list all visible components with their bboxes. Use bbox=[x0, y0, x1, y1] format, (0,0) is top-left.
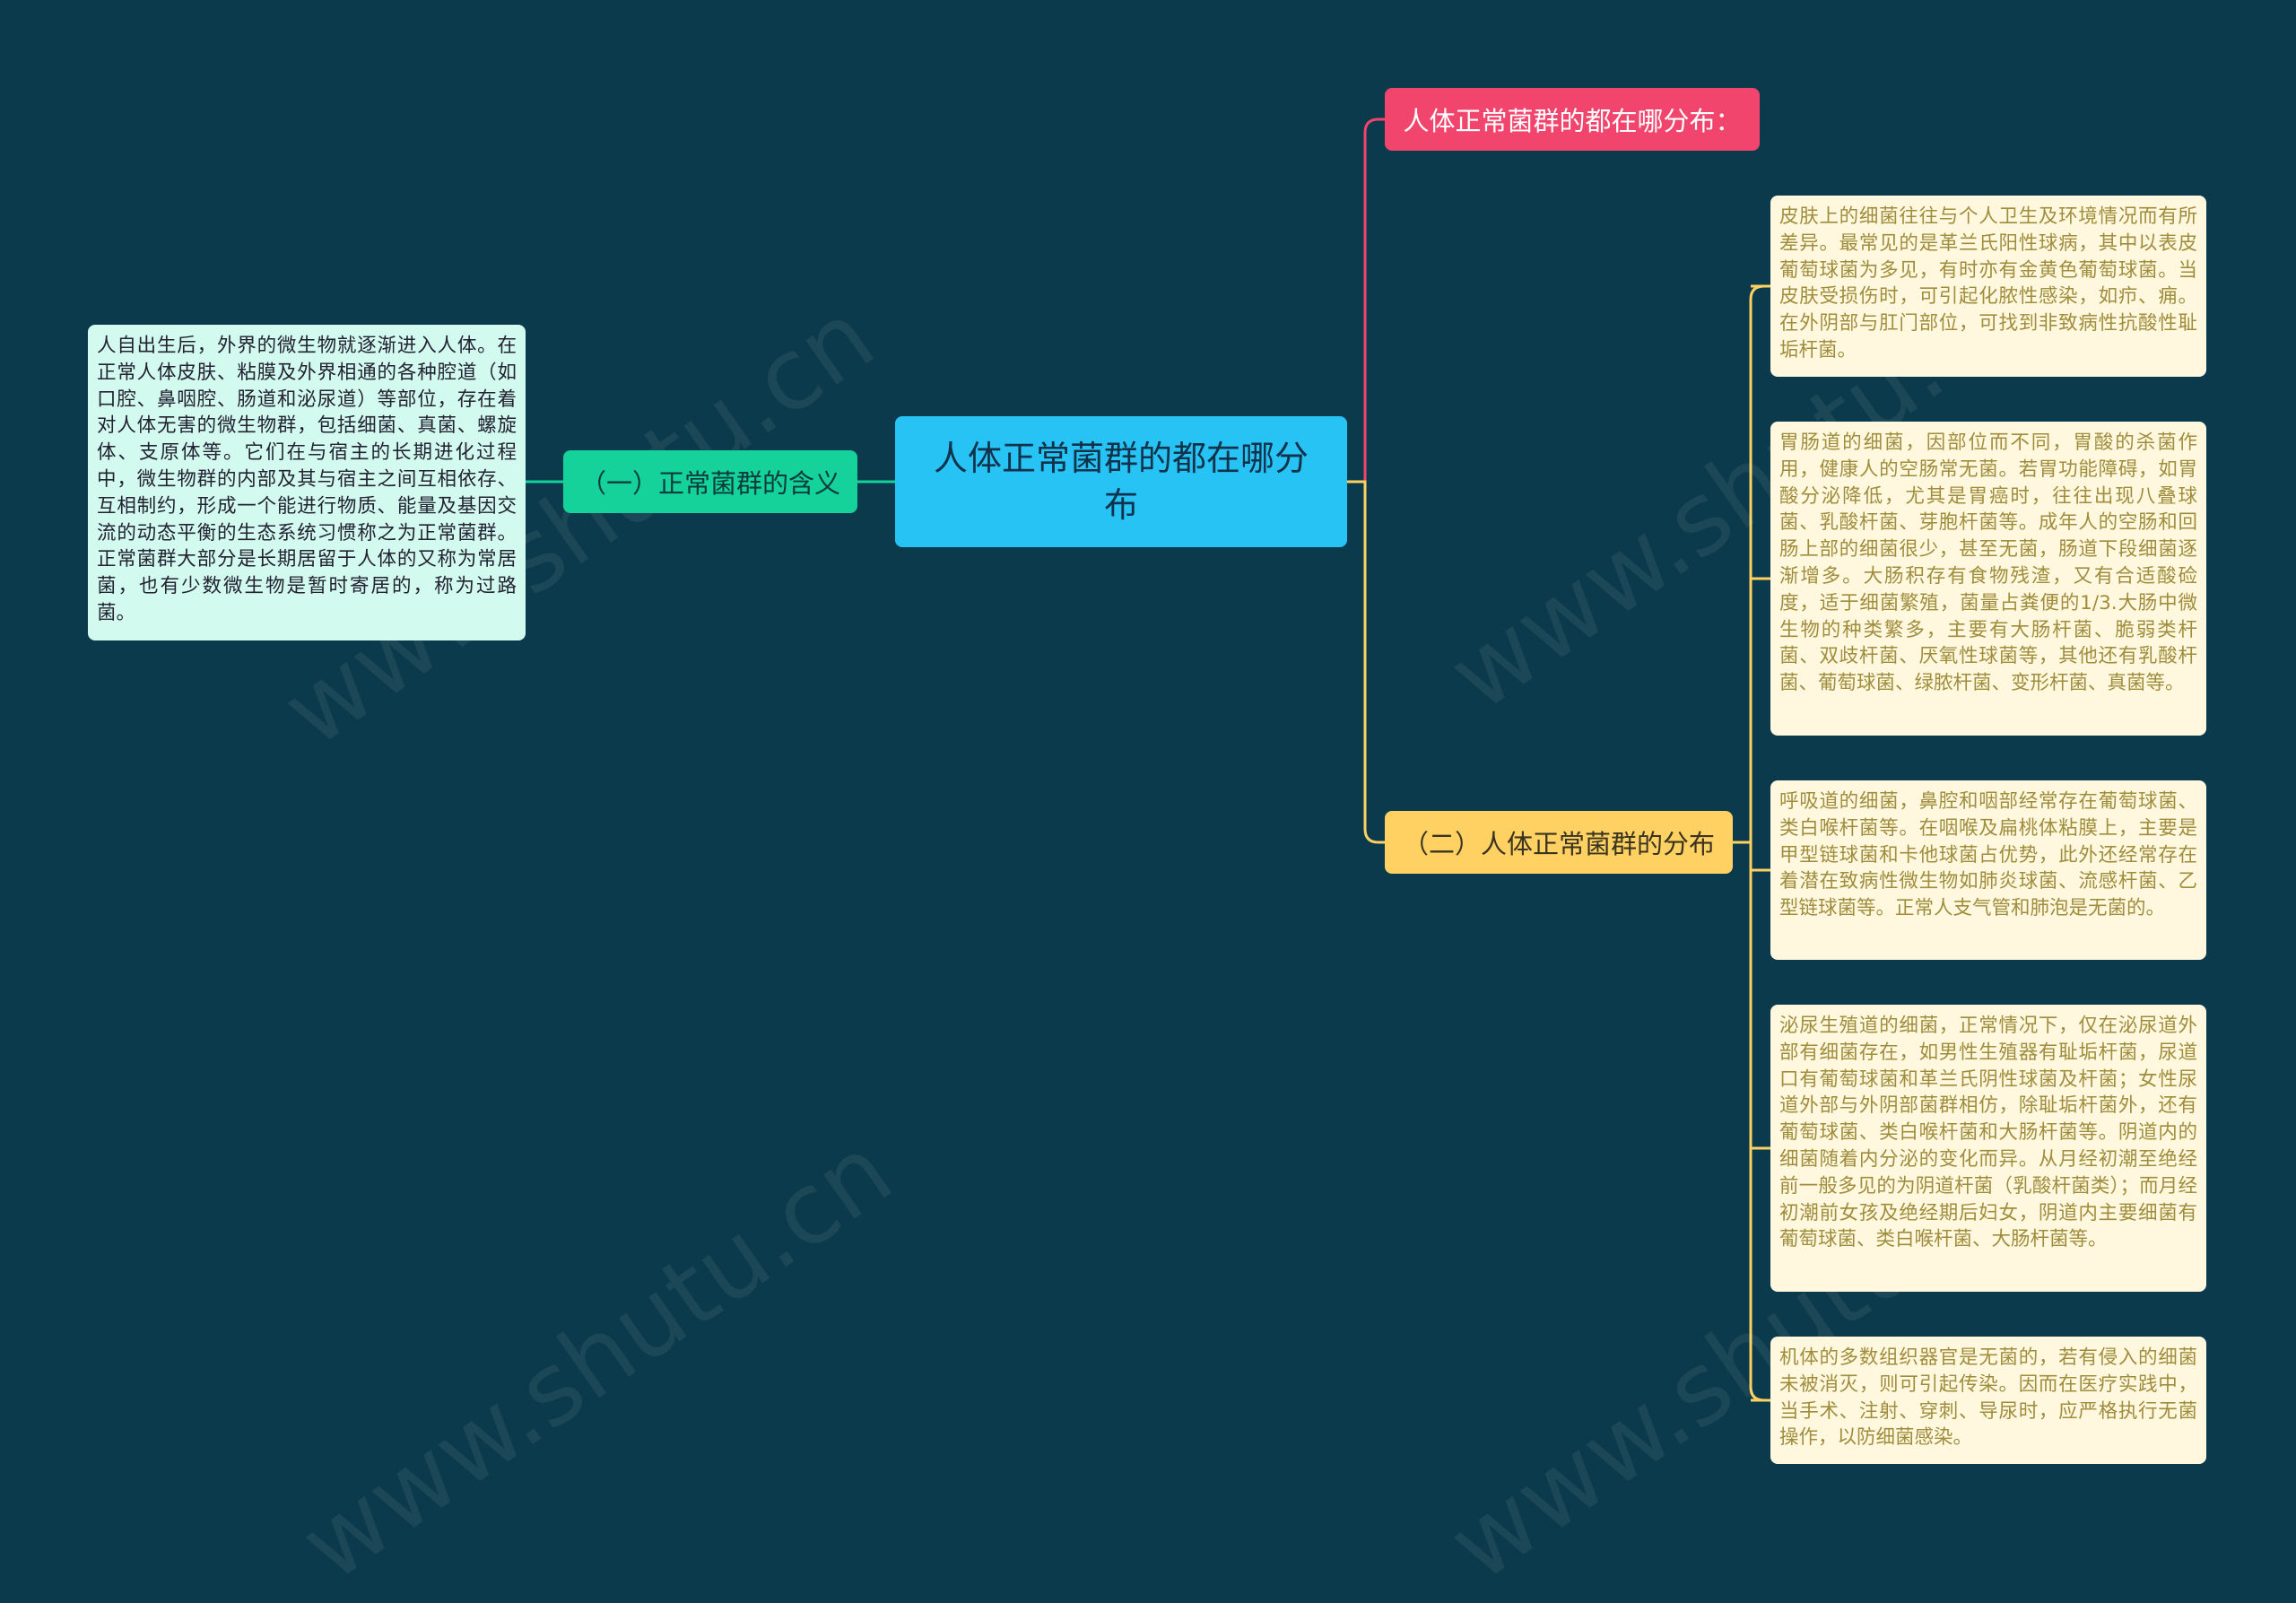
topic-distribution-label: （二）人体正常菌群的分布 bbox=[1402, 829, 1715, 859]
connector-root-header bbox=[1347, 118, 1385, 484]
connector-lines bbox=[526, 118, 1770, 1402]
leaf-meaning-text[interactable]: 人自出生后，外界的微生物就逐渐进入人体。在正常人体皮肤、粘膜及外界相通的各种腔道… bbox=[88, 325, 526, 640]
root-node[interactable]: 人体正常菌群的都在哪分布 bbox=[895, 416, 1347, 547]
topic-header-label: 人体正常菌群的都在哪分布： bbox=[1403, 106, 1742, 136]
mind-map-canvas: www.shutu.cn www.shutu.cn www.shutu.cn w… bbox=[88, 88, 2206, 1603]
connector-root-distribution bbox=[1347, 480, 1385, 844]
leaf-urogenital[interactable]: 泌尿生殖道的细菌，正常情况下，仅在泌尿道外部有细菌存在，如男性生殖器有耻垢杆菌，… bbox=[1770, 1005, 2206, 1292]
leaf-respiratory[interactable]: 呼吸道的细菌，鼻腔和咽部经常存在葡萄球菌、类白喉杆菌等。在咽喉及扁桃体粘膜上，主… bbox=[1770, 780, 2206, 960]
leaf-gut[interactable]: 胃肠道的细菌，因部位而不同，胃酸的杀菌作用，健康人的空肠常无菌。若胃功能障碍，如… bbox=[1770, 422, 2206, 736]
topic-header[interactable]: 人体正常菌群的都在哪分布： bbox=[1385, 88, 1760, 151]
leaf-tissues[interactable]: 机体的多数组织器官是无菌的，若有侵入的细菌未被消灭，则可引起传染。因而在医疗实践… bbox=[1770, 1337, 2206, 1464]
connector-distribution-bracket bbox=[1749, 284, 1765, 1402]
topic-distribution[interactable]: （二）人体正常菌群的分布 bbox=[1385, 811, 1733, 874]
topic-meaning-label: （一）正常菌群的含义 bbox=[579, 468, 840, 499]
topic-meaning[interactable]: （一）正常菌群的含义 bbox=[563, 450, 857, 513]
leaf-skin[interactable]: 皮肤上的细菌往往与个人卫生及环境情况而有所差异。最常见的是革兰氏阳性球病，其中以… bbox=[1770, 196, 2206, 377]
root-label: 人体正常菌群的都在哪分布 bbox=[933, 439, 1309, 525]
